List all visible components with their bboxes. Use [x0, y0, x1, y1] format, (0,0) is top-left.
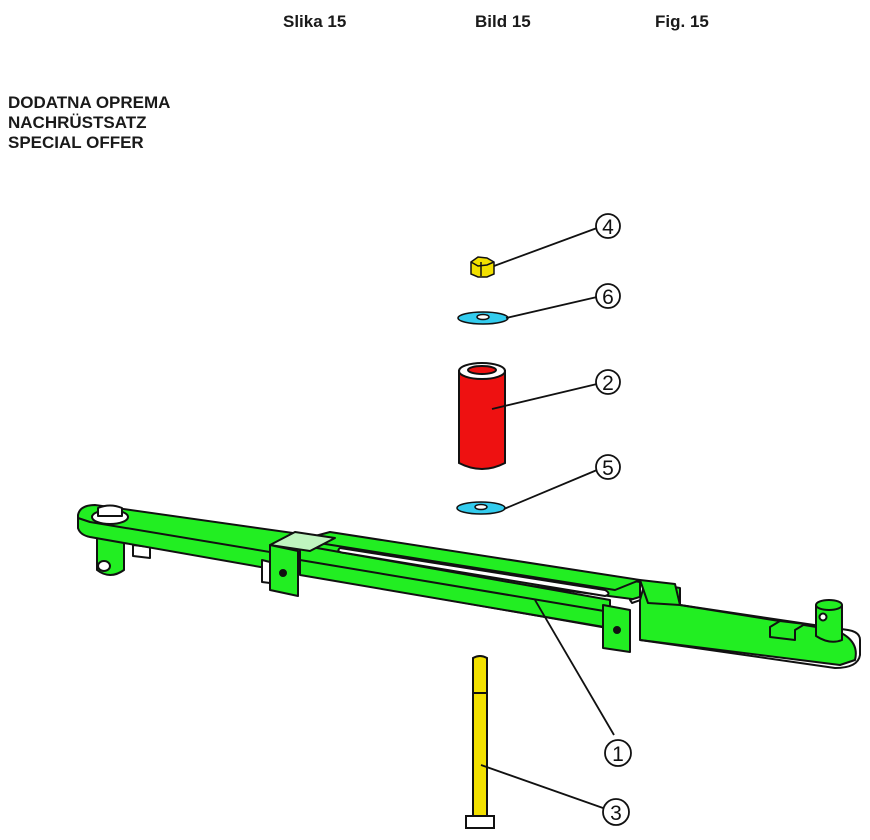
part-washer-top: [457, 311, 509, 325]
part-washer-bottom: [456, 501, 506, 515]
part-sleeve: [458, 362, 506, 470]
part-nut: [470, 256, 495, 278]
callout-3: [480, 764, 630, 826]
clamp-left: [269, 531, 336, 552]
callout-3-number: 3: [610, 802, 622, 825]
callout-1: [534, 599, 632, 767]
callout-6-number: 6: [602, 286, 614, 309]
figure-label-croatian: Slika 15: [283, 12, 347, 31]
part-bolt: [465, 655, 495, 829]
callout-5: [503, 454, 621, 510]
figure-label-english: Fig. 15: [655, 12, 709, 31]
callout-6: [505, 283, 621, 319]
title-croatian: DODATNA OPREMA: [8, 93, 171, 112]
arm-slot: [337, 547, 610, 597]
callout-2-number: 2: [602, 372, 614, 395]
callout-4: [493, 213, 621, 267]
callout-1-number: 1: [612, 743, 624, 766]
callout-4-number: 4: [602, 216, 614, 239]
title-german: NACHRÜSTSATZ: [8, 113, 147, 132]
title-block: DODATNA OPREMA NACHRÜSTSATZ SPECIAL OFFE…: [8, 93, 170, 153]
figure-label-german: Bild 15: [475, 12, 531, 31]
part-arm: [77, 504, 861, 669]
title-english: SPECIAL OFFER: [8, 133, 144, 152]
callout-5-number: 5: [602, 457, 614, 480]
callout-2: [491, 369, 621, 410]
